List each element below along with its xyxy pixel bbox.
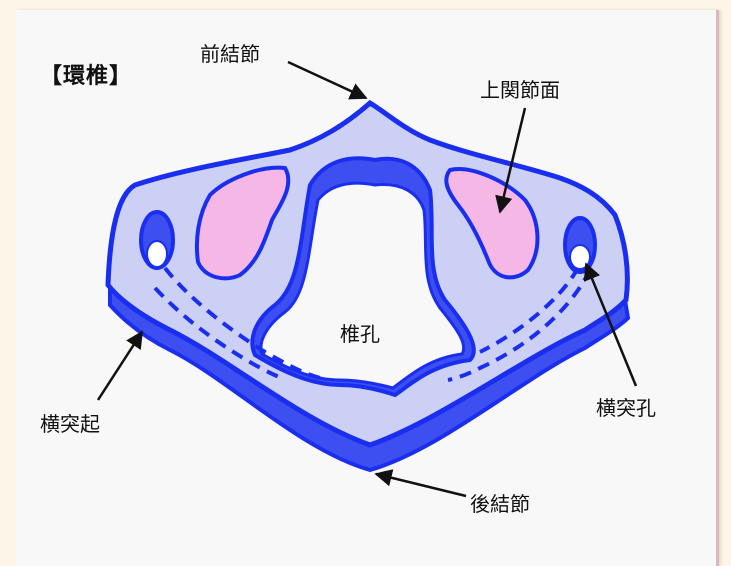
arrow-posterior-tubercle — [376, 474, 466, 496]
label-transverse-foramen: 横突孔 — [596, 392, 656, 421]
arrow-anterior-tubercle — [288, 62, 366, 98]
label-anterior-tubercle: 前結節 — [200, 38, 260, 67]
label-transverse-process: 横突起 — [40, 408, 100, 437]
arrow-transverse-process — [98, 332, 142, 400]
transverse-foramen-left-hole — [147, 241, 167, 267]
label-vertebral-foramen: 椎孔 — [340, 318, 380, 347]
diagram-title: 【環椎】 — [40, 58, 132, 90]
label-posterior-tubercle: 後結節 — [470, 488, 530, 517]
label-superior-articular-facet: 上関節面 — [480, 74, 560, 103]
